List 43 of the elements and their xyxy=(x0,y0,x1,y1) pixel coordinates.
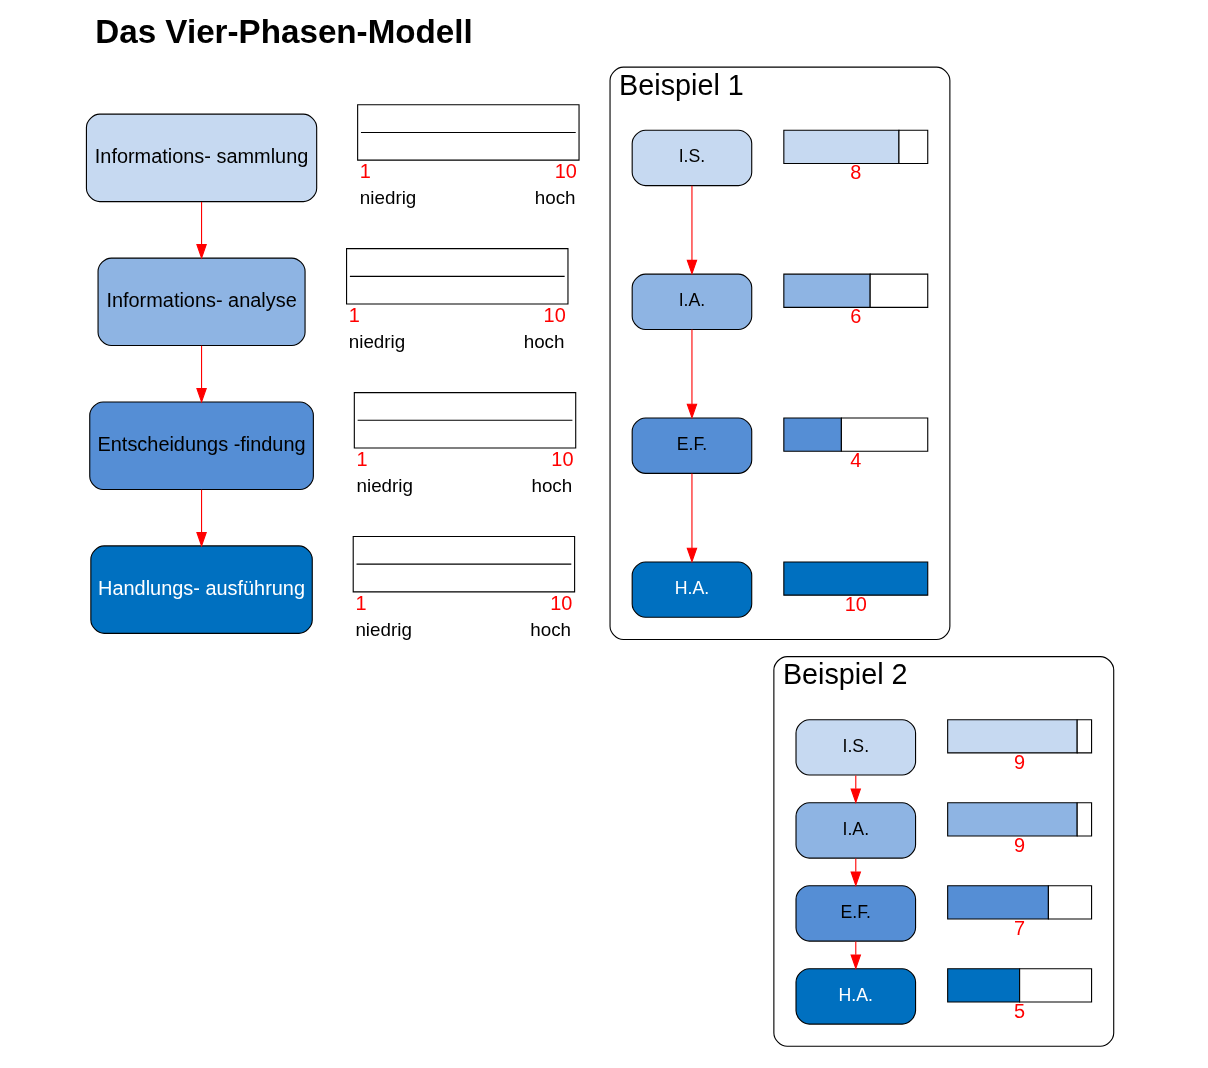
arrow xyxy=(686,185,697,276)
node-box: Informations- analyse xyxy=(97,257,306,347)
label: hoch xyxy=(523,330,564,352)
node-box: E.F. xyxy=(794,885,916,942)
arrow xyxy=(195,345,207,404)
label: 1 xyxy=(348,304,360,327)
label: 10 xyxy=(554,160,577,183)
node-label: 9 xyxy=(1013,750,1025,773)
arrow xyxy=(195,201,207,260)
label: niedrig xyxy=(348,330,405,352)
label: niedrig xyxy=(359,186,416,208)
node-label: 5 xyxy=(1013,999,1025,1022)
node-label: 6 xyxy=(849,305,861,328)
label: 1 xyxy=(359,160,371,183)
node-box: H.A. xyxy=(631,561,752,618)
node-box: Entscheidungs -findung xyxy=(88,401,314,490)
label: niedrig xyxy=(354,618,412,640)
node-label: 9 xyxy=(1013,833,1025,856)
label: 1 xyxy=(354,591,367,614)
arrow xyxy=(686,329,697,420)
node-box: H.A. xyxy=(794,968,916,1025)
node-box: I.A. xyxy=(794,802,916,859)
arrow xyxy=(195,489,207,548)
label: hoch xyxy=(529,618,571,640)
label: 1 xyxy=(356,448,368,471)
label: hoch xyxy=(530,474,572,496)
label: 10 xyxy=(543,304,566,327)
arrow xyxy=(686,472,697,564)
label: niedrig xyxy=(356,474,413,496)
node-box: E.F. xyxy=(631,417,752,474)
node-box: I.A. xyxy=(631,273,752,331)
label: hoch xyxy=(534,186,576,208)
node-label: 10 xyxy=(844,593,867,616)
node-box: Informations- sammlung xyxy=(85,113,317,203)
node-box: I.S. xyxy=(631,129,752,187)
node-label: 4 xyxy=(849,449,861,472)
node-box: I.S. xyxy=(794,719,916,776)
label: 10 xyxy=(549,591,572,614)
node-box: Handlungs- ausführung xyxy=(89,545,313,634)
label: 10 xyxy=(550,448,574,471)
node-label: 8 xyxy=(849,161,861,184)
diagram-title: Das Vier-Phasen-Modell xyxy=(94,12,473,50)
node-label: 7 xyxy=(1013,916,1025,939)
